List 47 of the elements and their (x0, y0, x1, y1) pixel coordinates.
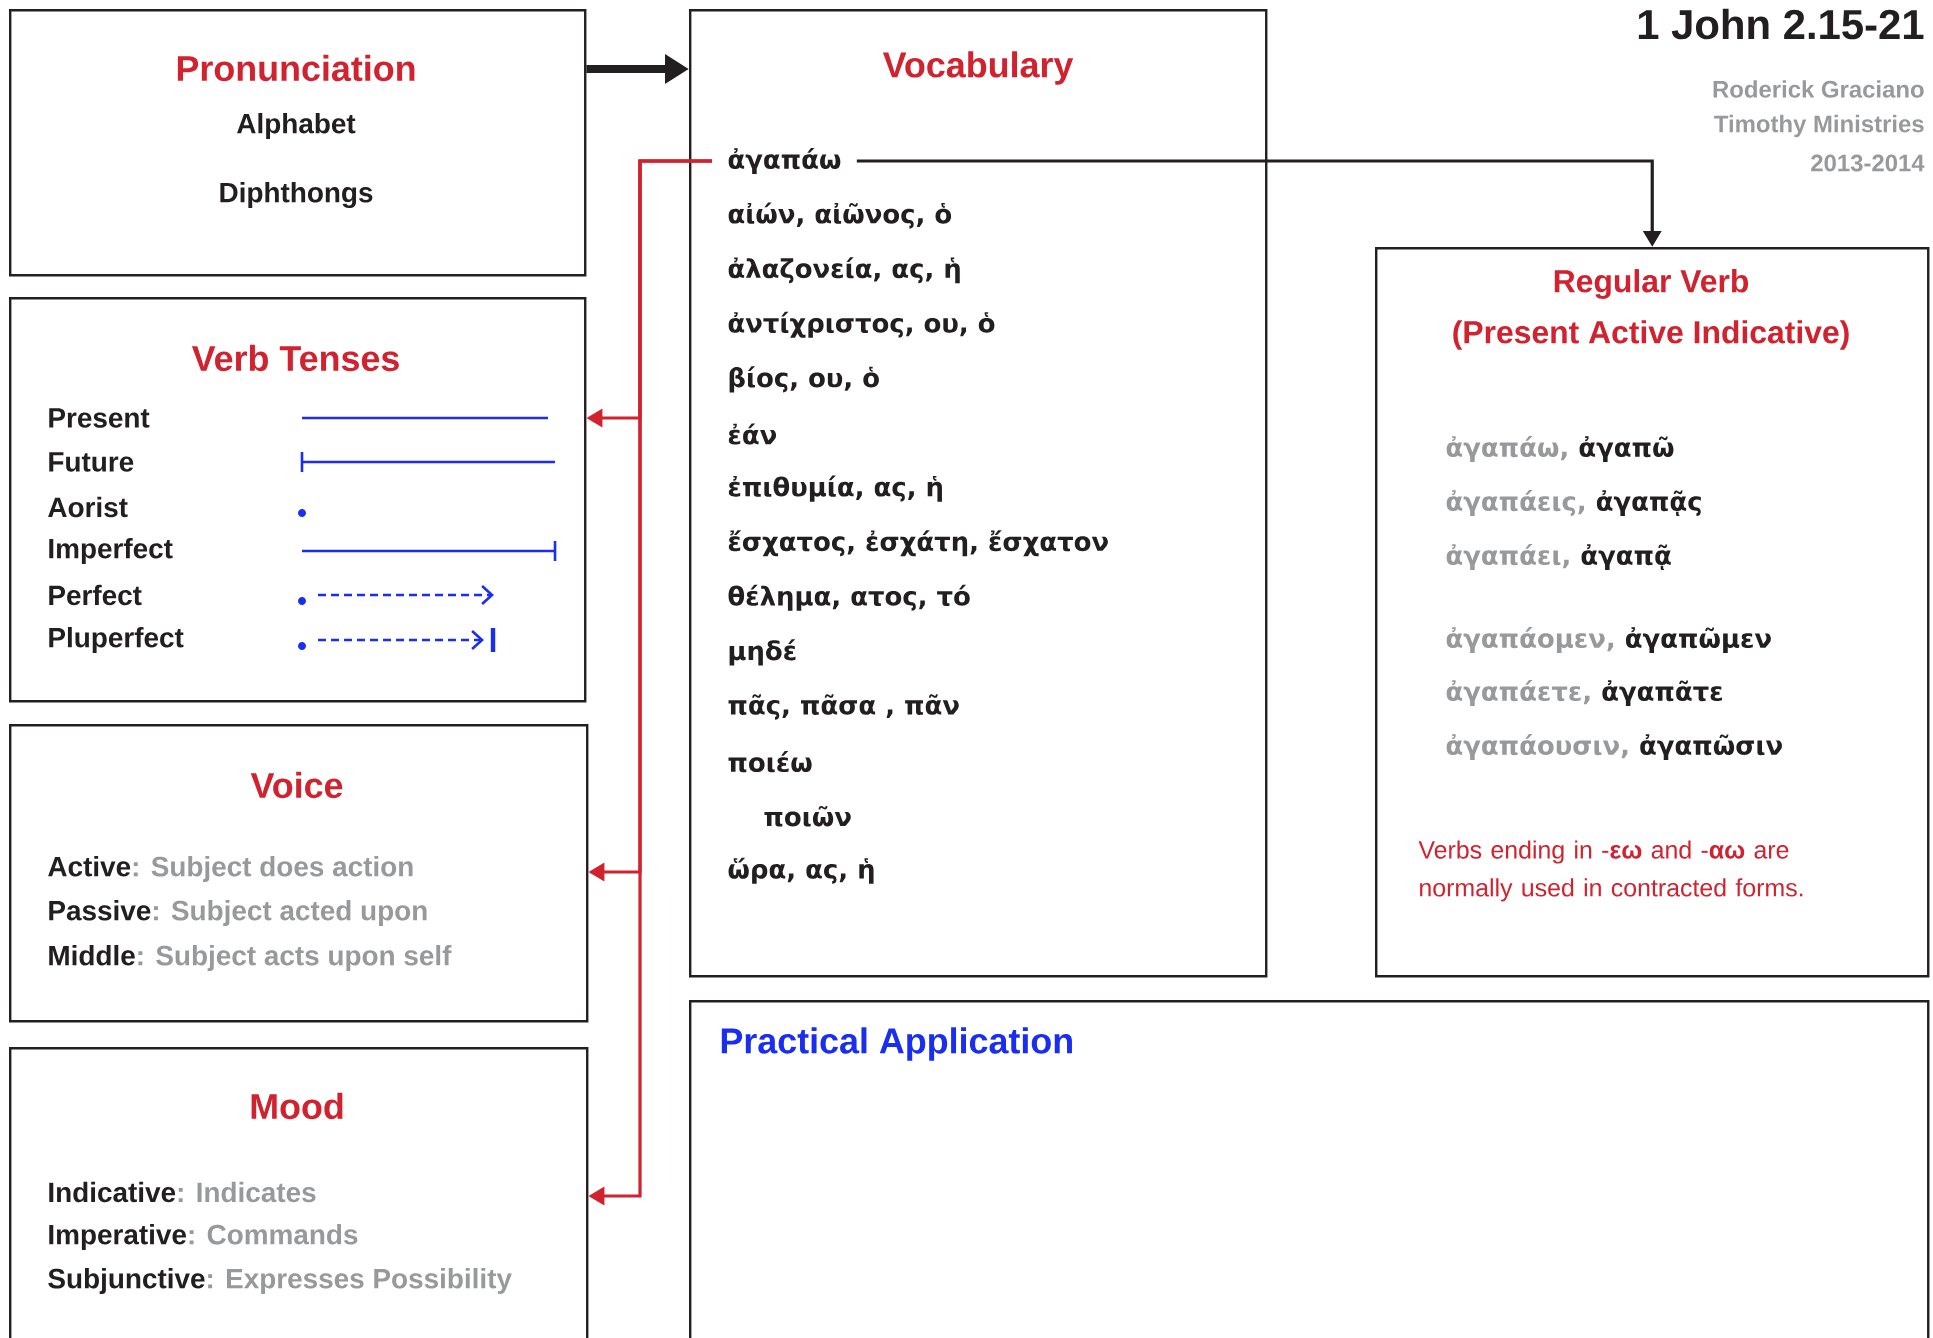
verb-form: ἀγαπάετε, ἀγαπᾶτε (1446, 679, 1722, 707)
tense-name: Present (49, 408, 150, 428)
term-definition: Subjunctive: Expresses Possibility (48, 1268, 512, 1294)
vocabulary-entry: ἔσχατος, ἐσχάτη, ἔσχατον (728, 530, 1108, 557)
vocabulary-entry: ποιῶν (764, 805, 851, 827)
section-heading: Mood (251, 1092, 343, 1120)
vocabulary-entry: θέλημα, ατος, τό (728, 584, 970, 611)
section-heading: Regular Verb (1554, 269, 1749, 299)
section-heading: Verb Tenses (191, 344, 399, 372)
title: 1 John 2.15-21 (1638, 8, 1924, 40)
vocabulary-entry: αἰών, αἰῶνος, ὁ (728, 202, 952, 229)
verb-form: ἀγαπάω, ἀγαπῶ (1446, 435, 1674, 463)
section-heading: Vocabulary (882, 51, 1074, 85)
vocabulary-entry: ὥρα, ας, ἡ (728, 857, 874, 884)
term-definition: Imperative: Commands (49, 1224, 358, 1250)
tense-name: Perfect (49, 584, 142, 606)
vocabulary-entry: βίος, ου, ὁ (729, 366, 879, 393)
topic-item: Diphthongs (220, 181, 373, 209)
vocabulary-entry: ἀντίχριστος, ου, ὁ (728, 311, 995, 338)
section-heading: (Present Active Indicative) (1453, 320, 1849, 350)
vocabulary-entry: μηδέ (729, 639, 796, 666)
tense-name: Future (49, 452, 134, 472)
term-definition: Passive: Subject acted upon (49, 900, 427, 926)
tense-name: Imperfect (49, 538, 173, 564)
topic-item: Alphabet (237, 113, 356, 139)
verb-form: ἀγαπάομεν, ἀγαπῶμεν (1446, 626, 1771, 654)
section-heading: Pronunciation (177, 54, 415, 82)
tense-name: Pluperfect (49, 627, 184, 653)
vocabulary-entry: ἀγαπάω (728, 147, 841, 175)
vocabulary-entry: ἐπιθυμία, ας, ἡ (728, 475, 942, 502)
section-heading: Practical Application (721, 1027, 1072, 1061)
verb-form: ἀγαπάει, ἀγαπᾷ (1446, 543, 1671, 571)
verb-form: ἀγαπάουσιν, ἀγαπῶσιν (1446, 733, 1782, 761)
term-definition: Indicative: Indicates (49, 1181, 316, 1203)
note-text: Verbs ending in -εω and -αω are normally used in contracted forms. (1418, 840, 1803, 902)
section-heading: Voice (250, 771, 343, 799)
vocabulary-entry: πᾶς, πᾶσα , πᾶν (728, 694, 959, 720)
vocabulary-entry: ἐάν (728, 423, 777, 445)
tense-name: Aorist (48, 496, 128, 518)
term-definition: Active: Subject does action (48, 856, 413, 882)
author-line: 2013-2014 (1811, 154, 1925, 172)
verb-form: ἀγαπάεις, ἀγαπᾷς (1446, 489, 1701, 517)
vocabulary-entry: ποιέω (728, 751, 812, 773)
author-line: Timothy Ministries (1714, 114, 1924, 138)
author-line: Roderick Graciano (1713, 80, 1924, 98)
term-definition: Middle: Subject acts upon self (49, 945, 452, 971)
vocabulary-entry: ἀλαζονεία, ας, ἡ (728, 257, 960, 284)
